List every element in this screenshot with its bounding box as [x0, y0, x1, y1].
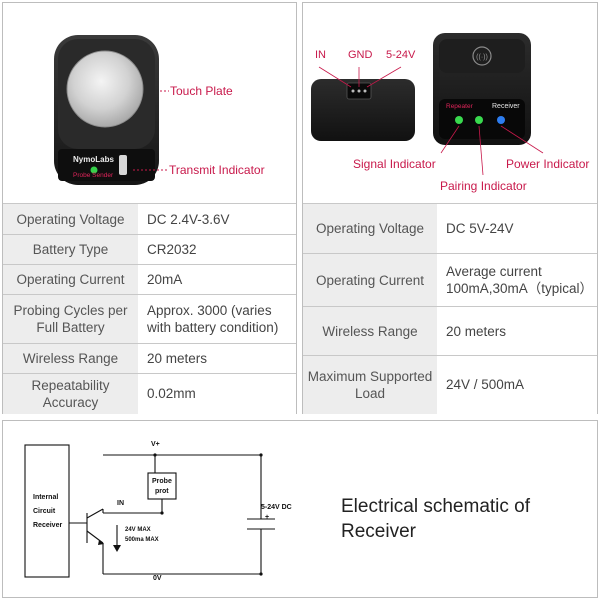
spec-value: 20mA [138, 264, 296, 295]
receiver-photo: ((·)) IN GND 5-24V Repeater Receiver Sig… [303, 3, 597, 203]
spec-value: 20 meters [437, 306, 597, 356]
spec-label: Battery Type [3, 234, 138, 265]
prot-label: prot [155, 488, 169, 495]
load-max-current: 500ma MAX [125, 537, 159, 543]
table-row: Battery Type CR2032 [3, 234, 296, 265]
repeater-label: Repeater [446, 103, 473, 110]
table-row: Operating Voltage DC 5V-24V [303, 203, 597, 254]
spec-label: Operating Voltage [3, 203, 138, 235]
spec-label: Wireless Range [3, 343, 138, 374]
table-row: Repeatability Accuracy 0.02mm [3, 373, 296, 414]
power-indicator-label: Power Indicator [506, 157, 590, 171]
spec-label: Probing Cycles per Full Battery [3, 294, 138, 344]
transmit-indicator-label: Transmit Indicator [169, 163, 265, 177]
pin-in-label: IN [315, 49, 326, 61]
touch-plate [66, 50, 144, 128]
receiver-panel: ((·)) IN GND 5-24V Repeater Receiver Sig… [302, 2, 598, 414]
supply-label: 5-24V DC [261, 504, 292, 511]
pin-gnd-label: GND [348, 49, 373, 61]
spec-label: Operating Current [3, 264, 138, 295]
transmitter-photo: NymoLabs Probe Sender Touch Plate Transm… [3, 3, 296, 203]
probe-label: Probe [152, 478, 172, 485]
probe-sender-label: Probe Sender [73, 172, 114, 179]
box-label-3: Receiver [33, 522, 62, 529]
svg-text:((·)): ((·)) [476, 54, 488, 61]
transmitter-spec-table: Operating Voltage DC 2.4V-3.6V Battery T… [3, 203, 296, 414]
pin-voltage-label: 5-24V [386, 49, 416, 61]
receiver-schematic-diagram: V+ 0V IN 5-24V DC + Probe prot 24V MAX 5… [24, 441, 292, 582]
spec-label: Operating Current [303, 253, 437, 307]
touch-plate-label: Touch Plate [170, 84, 233, 98]
spec-value: 0.02mm [138, 373, 296, 414]
spec-value: 24V / 500mA [437, 355, 597, 414]
load-max-voltage: 24V MAX [125, 527, 151, 533]
receiver-device: ((·)) [311, 33, 544, 176]
zero-volt-label: 0V [153, 575, 162, 582]
box-label-1: Internal [33, 494, 58, 501]
table-row: Wireless Range 20 meters [3, 343, 296, 374]
in-label: IN [117, 500, 124, 507]
spec-value: DC 5V-24V [437, 203, 597, 254]
spec-value: Average current 100mA,30mA（typical） [437, 253, 597, 307]
receiver-spec-table: Operating Voltage DC 5V-24V Operating Cu… [303, 203, 597, 414]
pairing-indicator-label: Pairing Indicator [440, 179, 527, 193]
spec-label: Operating Voltage [303, 203, 437, 254]
plus-label: + [265, 514, 269, 521]
signal-indicator-label: Signal Indicator [353, 157, 436, 171]
brand-logo: NymoLabs [73, 155, 114, 164]
table-row: Operating Current 20mA [3, 264, 296, 295]
spec-label: Wireless Range [303, 306, 437, 356]
spec-value: DC 2.4V-3.6V [138, 203, 296, 235]
table-row: Operating Voltage DC 2.4V-3.6V [3, 203, 296, 235]
receiver-label: Receiver [492, 103, 520, 110]
transmitter-panel: NymoLabs Probe Sender Touch Plate Transm… [2, 2, 297, 414]
spec-label: Maximum Supported Load [303, 355, 437, 414]
box-label-2: Circuit [33, 508, 56, 515]
table-row: Probing Cycles per Full Battery Approx. … [3, 294, 296, 344]
spec-value: Approx. 3000 (varies with battery condit… [138, 294, 296, 344]
spec-value: CR2032 [138, 234, 296, 265]
spec-value: 20 meters [138, 343, 296, 374]
schematic-panel: V+ 0V IN 5-24V DC + Probe prot 24V MAX 5… [2, 420, 598, 598]
vplus-label: V+ [151, 441, 160, 448]
table-row: Wireless Range 20 meters [303, 306, 597, 356]
probe-sender-device [54, 35, 169, 185]
schematic-title: Electrical schematic of Receiver [341, 496, 531, 542]
table-row: Operating Current Average current 100mA,… [303, 253, 597, 307]
spec-label: Repeatability Accuracy [3, 373, 138, 414]
table-row: Maximum Supported Load 24V / 500mA [303, 355, 597, 414]
